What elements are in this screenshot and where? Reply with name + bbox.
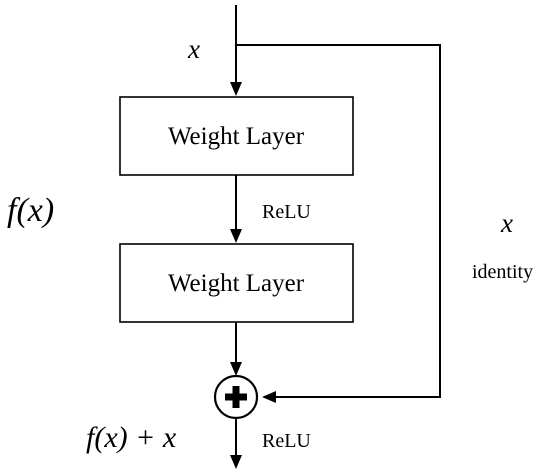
weight-layer-2-label: Weight Layer [168,270,305,297]
skip-connection-line [236,44,441,398]
block-function-label: f(x) [7,192,54,229]
mid-arrowhead [230,229,242,243]
output-arrowhead [230,455,242,469]
add-input-arrowhead [230,362,242,376]
skip-x-label: x [500,208,513,238]
weight-layer-1-box [119,96,354,176]
relu-out-label: ReLU [262,430,311,452]
relu-mid-label: ReLU [262,201,311,223]
input-arrowhead [230,82,242,96]
skip-arrowhead [262,391,276,403]
weight-layer-2-box [119,243,354,323]
identity-label: identity [472,261,533,283]
input-label: x [187,34,200,64]
output-label: f(x) + x [86,421,177,454]
add-node-plus-vertical [232,386,240,408]
weight-layer-1-label: Weight Layer [168,123,305,150]
